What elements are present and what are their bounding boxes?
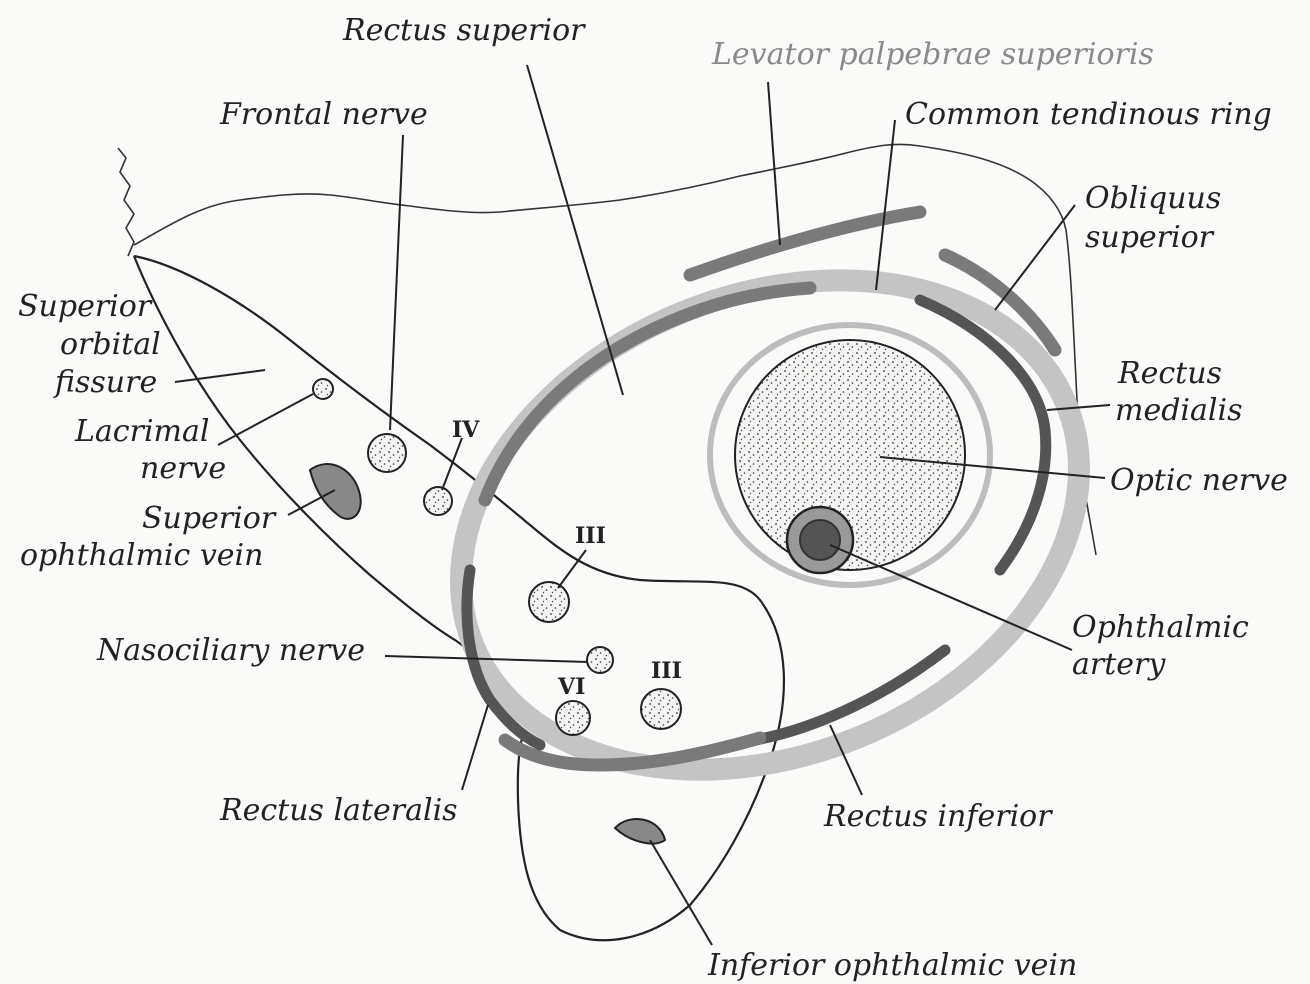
label-obliquus-1: Obliquus [1085, 181, 1221, 216]
leader-inf-vein [650, 840, 712, 945]
leader-lacrimal [218, 394, 313, 445]
label-obliquus-2: superior [1085, 220, 1215, 255]
ophthalmic-artery-lumen [800, 520, 840, 560]
label-ophthalmic-artery-1: Ophthalmic [1072, 610, 1249, 645]
numeral-iii-inferior: III [651, 658, 682, 684]
label-common-tendinous-ring: Common tendinous ring [905, 97, 1272, 132]
superior-ophthalmic-vein [310, 464, 361, 519]
label-fissure-1: Superior [18, 289, 153, 324]
leader-frontal-nerve [390, 135, 403, 430]
leader-iv [442, 438, 462, 490]
label-rectus-medialis-1: Rectus [1117, 356, 1222, 391]
leader-rectus-lateralis [462, 705, 488, 790]
label-optic-nerve: Optic nerve [1110, 463, 1288, 498]
label-lacrimal-1: Lacrimal [74, 414, 209, 449]
label-inferior-ophthalmic-vein: Inferior ophthalmic vein [707, 948, 1077, 983]
label-fissure-2: orbital [60, 327, 161, 362]
label-rectus-lateralis: Rectus lateralis [219, 793, 458, 828]
leader-fissure [175, 370, 265, 382]
frontal-nerve-circle [368, 434, 406, 472]
label-frontal-nerve: Frontal nerve [219, 97, 428, 132]
inferior-ophthalmic-vein [615, 819, 665, 844]
label-nasociliary-nerve: Nasociliary nerve [96, 633, 365, 668]
leader-levator [768, 82, 780, 245]
label-rectus-medialis-2: medialis [1115, 393, 1242, 428]
numeral-vi: VI [557, 674, 585, 700]
nasociliary-nerve-circle [587, 647, 613, 673]
label-sup-vein-2: ophthalmic vein [20, 538, 263, 573]
label-sup-vein-1: Superior [142, 501, 277, 536]
label-ophthalmic-artery-2: artery [1072, 647, 1166, 682]
trochlear-nerve-circle [424, 487, 452, 515]
label-lacrimal-2: nerve [140, 451, 226, 486]
leader-rectus-superior [527, 65, 623, 395]
abducens-nerve-circle [556, 701, 590, 735]
numeral-iv: IV [452, 417, 480, 443]
oculomotor-superior-circle [529, 582, 569, 622]
label-levator-palpebrae: Levator palpebrae superioris [711, 37, 1154, 72]
oculomotor-inferior-circle [641, 689, 681, 729]
leader-obliquus [995, 205, 1075, 310]
label-fissure-3: fissure [53, 365, 157, 400]
label-rectus-inferior: Rectus inferior [823, 799, 1053, 834]
label-rectus-superior: Rectus superior [342, 13, 586, 48]
lacrimal-nerve-circle [313, 379, 333, 399]
levator-palpebrae-muscle [690, 212, 920, 275]
numeral-iii-superior: III [575, 523, 606, 549]
